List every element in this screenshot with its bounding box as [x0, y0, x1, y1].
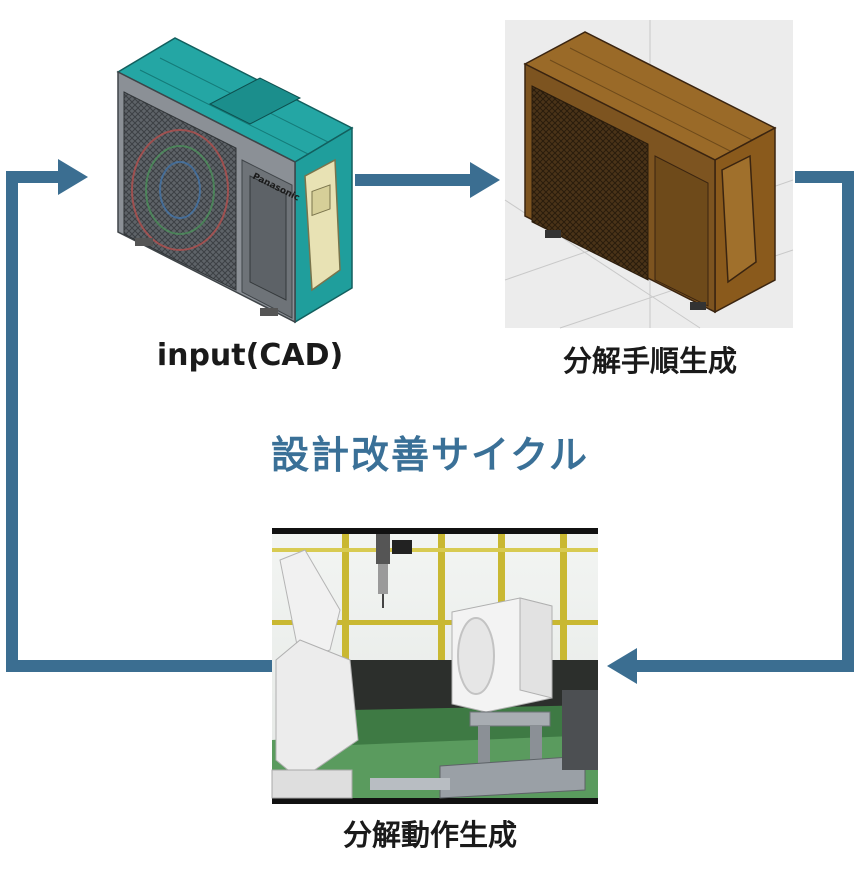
arrow-step-to-motion [607, 171, 854, 684]
node-label-disassembly-motion: 分解動作生成 [342, 818, 517, 852]
cycle-arrows [6, 159, 854, 684]
arrow-input-to-step [355, 162, 500, 198]
node-label-disassembly-step: 分解手順生成 [562, 344, 737, 378]
node-label-input: input(CAD) [156, 338, 344, 373]
arrow-motion-to-input [6, 159, 275, 672]
robot-simulation-image [271, 528, 598, 804]
cycle-title: 設計改善サイクル [270, 433, 590, 477]
disassembly-step-image [504, 20, 794, 329]
cad-outdoor-unit-image: Panasonic [116, 37, 354, 324]
